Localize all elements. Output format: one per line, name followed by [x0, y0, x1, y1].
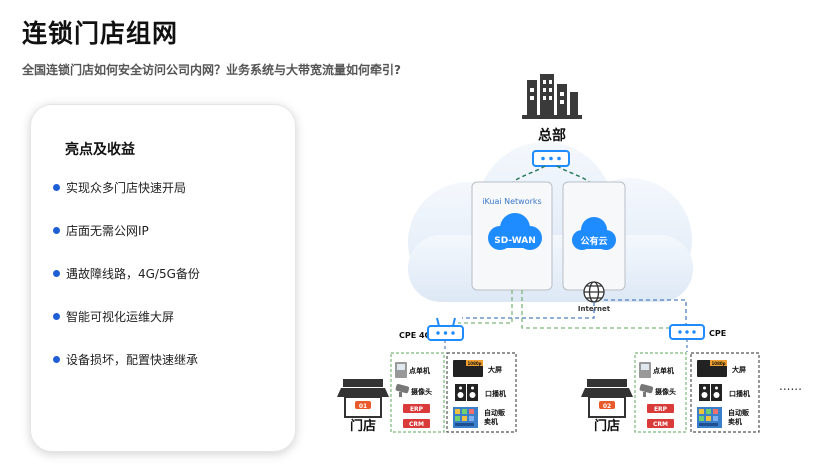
speaker-icon	[699, 384, 722, 401]
device-label: 自动贩卖机	[728, 408, 750, 426]
pos-terminal-icon	[395, 362, 407, 378]
sdwan-cloud-icon	[488, 213, 542, 250]
globe-icon	[583, 281, 605, 303]
crm-tag-label: CRM	[409, 421, 424, 428]
more-stores-ellipsis: ......	[779, 379, 802, 393]
device-label: 点单机	[653, 366, 674, 375]
router-icon	[669, 324, 705, 340]
bullet-dot-icon	[53, 313, 60, 320]
public-cloud-label: 公有云	[580, 235, 607, 247]
building-icon	[522, 74, 582, 119]
public-cloud-icon	[572, 217, 616, 250]
store-number: 01	[359, 403, 367, 410]
highlight-item: 店面无需公网IP	[53, 222, 149, 239]
device-label: 大屏	[732, 365, 746, 374]
cpe-label: CPE	[709, 329, 726, 338]
crm-tag	[403, 419, 430, 428]
erp-tag	[647, 404, 674, 413]
device-label: 口播机	[729, 389, 750, 398]
camera-icon	[395, 383, 410, 397]
highlights-card: 亮点及收益 实现众多门店快速开局 店面无需公网IP 遇故障线路，4G/5G备份 …	[30, 104, 296, 452]
device-label: 口播机	[485, 389, 506, 398]
bullet-dot-icon	[53, 270, 60, 277]
brand-logo-text: iKuai Networks	[482, 197, 541, 206]
vending-machine-icon	[453, 407, 478, 428]
sdwan-label: SD-WAN	[494, 236, 535, 246]
device-label: 摄像头	[655, 387, 676, 396]
hq-label: 总部	[538, 127, 566, 144]
page-subtitle: 全国连锁门店如何安全访问公司内网？业务系统与大带宽流量如何牵引?	[22, 63, 401, 77]
bullet-dot-icon	[53, 356, 60, 363]
device-label: 摄像头	[411, 387, 432, 396]
vending-machine-icon	[697, 407, 722, 428]
store-label: 门店	[350, 418, 376, 434]
router-icon	[532, 150, 570, 167]
crm-tag-label: CRM	[653, 421, 668, 428]
device-label: 大屏	[488, 365, 502, 374]
store-label: 门店	[594, 418, 620, 434]
screen-badge: 1080p	[712, 361, 726, 366]
highlight-item: 遇故障线路，4G/5G备份	[53, 265, 200, 282]
big-screen-icon	[697, 360, 727, 377]
store-icon	[337, 379, 389, 418]
store-left-device-group	[390, 352, 445, 433]
store-right-device-group	[446, 352, 517, 433]
big-screen-icon	[453, 360, 483, 377]
crm-tag	[647, 419, 674, 428]
bullet-dot-icon	[53, 227, 60, 234]
erp-tag-label: ERP	[410, 406, 424, 413]
router-icon	[427, 317, 464, 341]
page-title: 连锁门店组网	[22, 19, 179, 48]
device-label: 自动贩卖机	[484, 408, 506, 426]
bullet-dot-icon	[53, 184, 60, 191]
speaker-icon	[455, 384, 478, 401]
highlight-item: 实现众多门店快速开局	[53, 179, 186, 196]
store-number: 02	[603, 403, 611, 410]
store-right-device-group	[690, 352, 760, 433]
erp-tag	[403, 404, 430, 413]
camera-icon	[639, 383, 654, 397]
store-left-device-group	[634, 352, 687, 433]
screen-badge: 1080p	[468, 361, 482, 366]
store-icon	[581, 379, 633, 418]
device-label: 点单机	[409, 366, 430, 375]
highlight-item: 智能可视化运维大屏	[53, 308, 174, 325]
highlights-title: 亮点及收益	[65, 142, 135, 158]
erp-tag-label: ERP	[654, 406, 668, 413]
pos-terminal-icon	[639, 362, 651, 378]
highlight-item: 设备损坏，配置快速继承	[53, 351, 198, 368]
cpe-4g-label: CPE 4G	[399, 331, 431, 340]
